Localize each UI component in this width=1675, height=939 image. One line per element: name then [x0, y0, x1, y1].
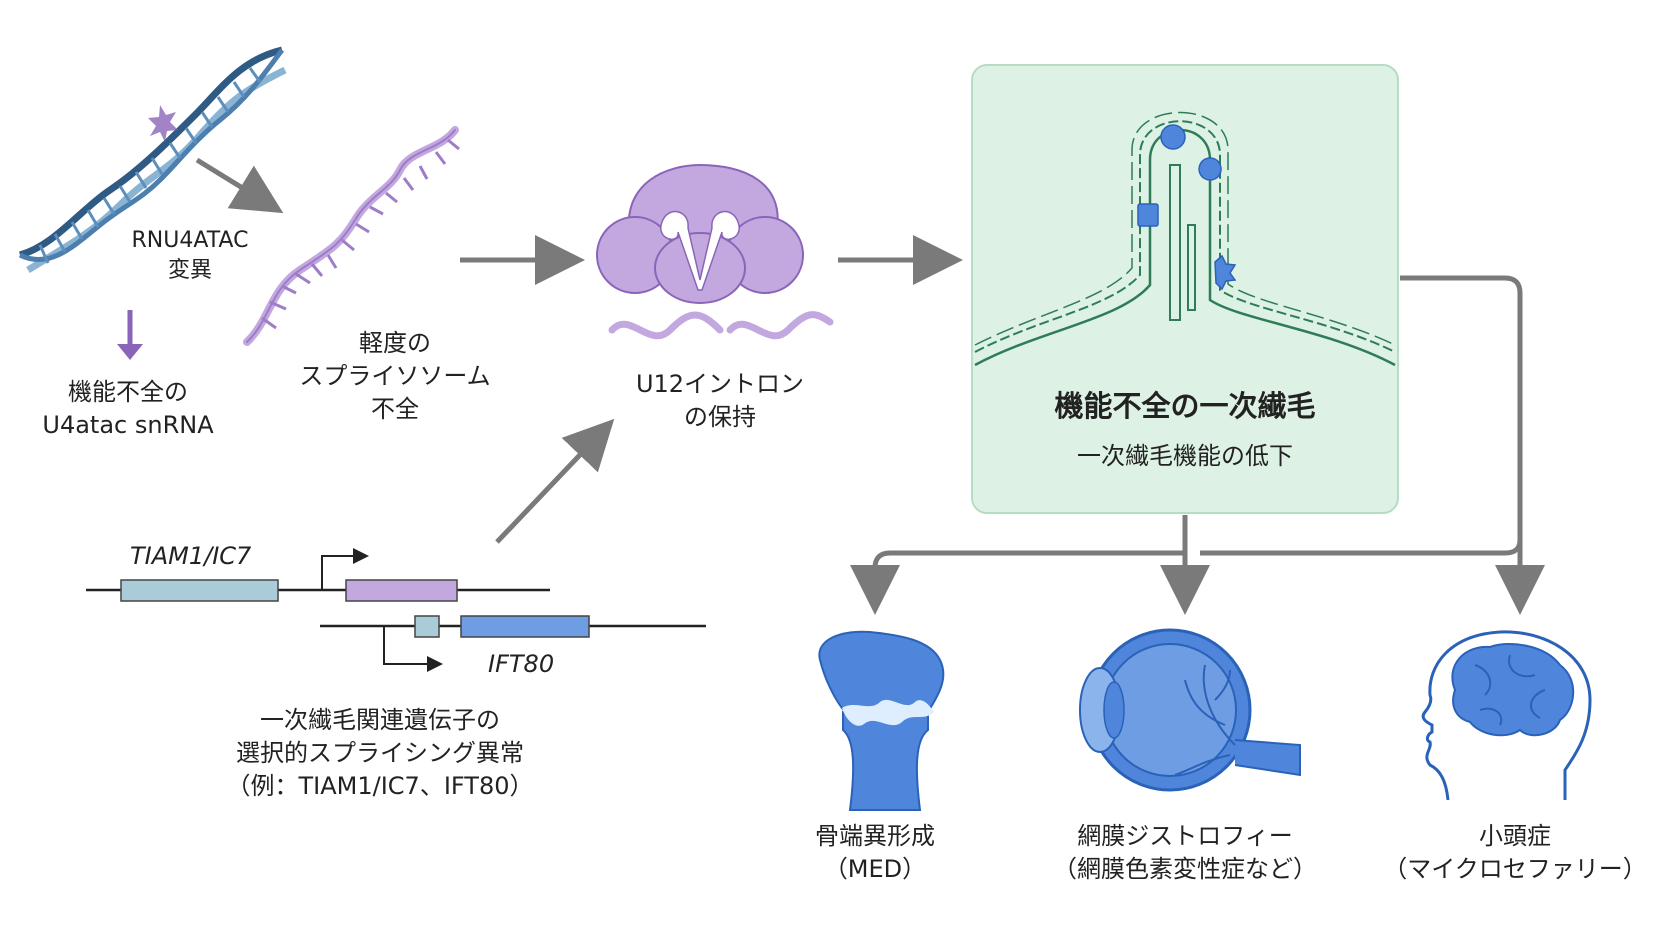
cilium-subtitle: 一次繊毛機能の低下: [1077, 442, 1293, 470]
outcome-microcephaly-detail: （マイクロセファリー）: [1383, 855, 1647, 884]
eye-icon: [1079, 628, 1301, 792]
outcome-retinal-detail: （網膜色素変性症など）: [1053, 855, 1317, 884]
gene2-label: IFT80: [488, 650, 555, 678]
outcome-microcephaly: 小頭症 （マイクロセファリー）: [1370, 820, 1660, 886]
mutation-label: RNU4ATAC 変異: [110, 226, 270, 287]
outcome-med-abbrev: （MED）: [823, 855, 927, 884]
intron-label: U12イントロン の保持: [610, 368, 830, 434]
snrna-label: 機能不全の U4atac snRNA: [18, 376, 238, 442]
purple-down-arrow: [117, 310, 143, 360]
primary-cilium-icon: [974, 111, 1396, 367]
gene-structure-diagram: [86, 548, 706, 672]
intron-line2: の保持: [684, 403, 756, 432]
cilium-title: 機能不全の一次繊毛: [1054, 389, 1316, 423]
gene1-label: TIAM1/IC7: [130, 542, 252, 570]
spliceosome-label: 軽度の スプライソソーム 不全: [280, 327, 510, 426]
spliceosome-icon: [596, 163, 834, 340]
snrna-line2: U4atac snRNA: [42, 411, 214, 440]
genes-caption-line2: 選択的スプライシング異常: [236, 739, 524, 768]
intron-line1: U12イントロン: [635, 370, 805, 398]
spliceosome-line3: 不全: [371, 395, 419, 424]
outcome-retinal-name: 網膜ジストロフィー: [1077, 822, 1293, 850]
bone-icon: [818, 630, 945, 811]
mutation-gene: RNU4ATAC: [131, 228, 249, 253]
outcome-med-name: 骨端異形成: [815, 822, 935, 850]
arrow-dna-to-rna: [195, 157, 284, 214]
outcome-retinal: 網膜ジストロフィー （網膜色素変性症など）: [1030, 820, 1340, 886]
genes-caption: 一次繊毛関連遺伝子の 選択的スプライシング異常 （例：TIAM1/IC7、IFT…: [190, 704, 570, 803]
genes-caption-line1: 一次繊毛関連遺伝子の: [260, 706, 500, 734]
mutation-word: 変異: [167, 258, 212, 284]
head-brain-icon: [1421, 630, 1592, 801]
genes-caption-line3: （例：TIAM1/IC7、IFT80）: [226, 772, 534, 801]
snrna-line1: 機能不全の: [68, 378, 188, 406]
arrow-genes-to-intron: [495, 418, 615, 544]
outcome-med: 骨端異形成 （MED）: [780, 820, 970, 886]
branch-arrows: [850, 275, 1545, 615]
spliceosome-line1: 軽度の: [359, 329, 431, 357]
spliceosome-line2: スプライソソーム: [299, 362, 491, 391]
outcome-microcephaly-name: 小頭症: [1479, 822, 1551, 850]
rna-strand-icon: [243, 126, 460, 346]
dna-helix-icon: [18, 46, 287, 273]
